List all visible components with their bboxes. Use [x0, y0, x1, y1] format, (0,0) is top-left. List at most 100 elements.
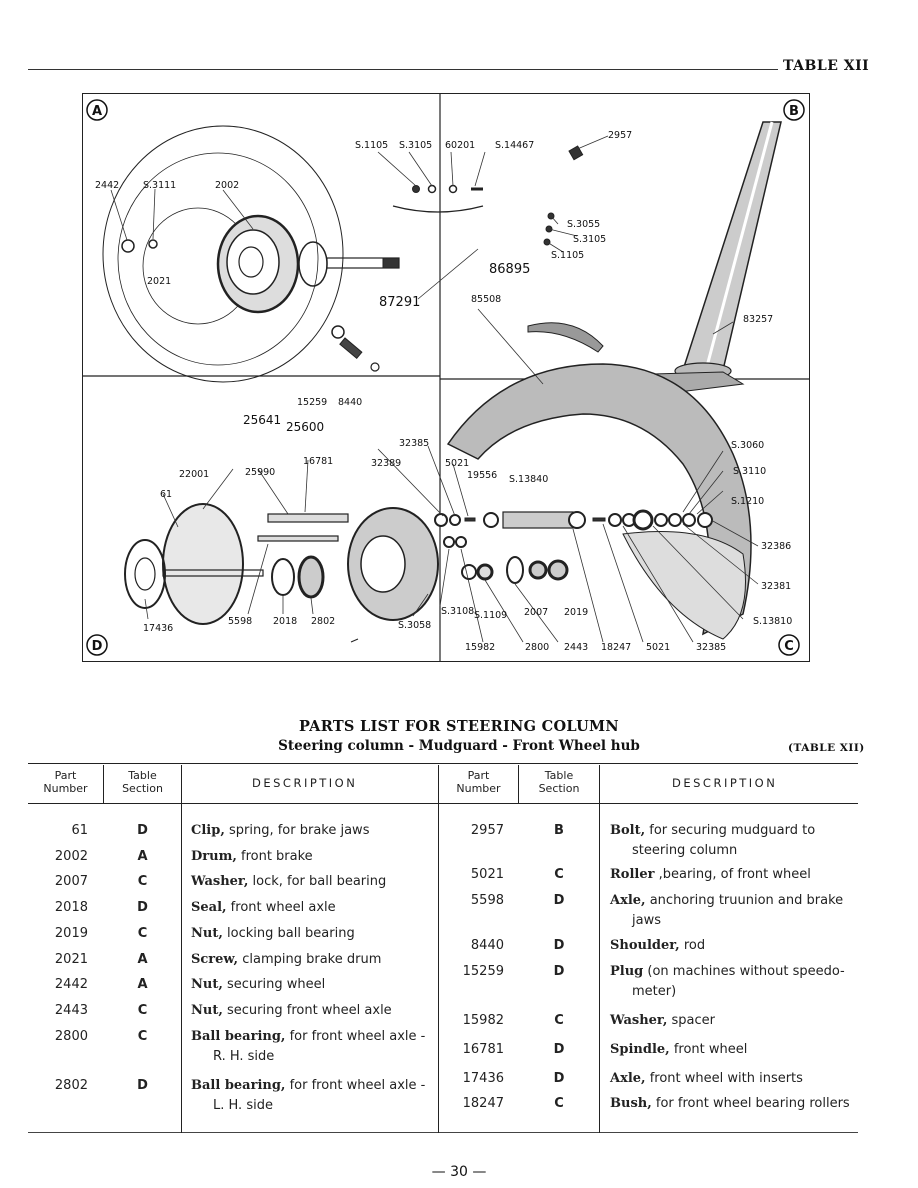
fasteners-top: [392, 145, 584, 246]
part-description: rod: [679, 938, 706, 953]
table-section-cell: A: [137, 952, 148, 967]
table-section-cell: C: [137, 874, 148, 889]
table-section-cell: D: [137, 823, 148, 838]
callout: 17436: [143, 623, 173, 634]
part-description: securing front wheel axle: [222, 1003, 392, 1018]
part-number-cell: 2443: [54, 1003, 88, 1018]
part-description: spacer: [667, 1013, 716, 1028]
description-cell: Nut, locking ball bearing: [191, 924, 436, 944]
corner-b-text: B: [789, 104, 799, 119]
table-section-cell: C: [137, 1029, 148, 1044]
part-number-cell: 18247: [462, 1096, 504, 1111]
table-section-cell: C: [137, 926, 148, 941]
callout: S.3105: [573, 234, 606, 245]
description-cell: Clip, spring, for brake jaws: [191, 821, 436, 841]
table-section-cell: A: [137, 849, 148, 864]
table-section-cell: C: [137, 1003, 148, 1018]
hub-parts-drawing: [434, 509, 713, 584]
table-section-cell: C: [554, 1013, 564, 1028]
description-cell: Washer, spacer: [610, 1011, 860, 1031]
part-description: front wheel: [669, 1042, 748, 1057]
table-section-cell: D: [137, 900, 148, 915]
diagram-svg: A B D C: [83, 94, 809, 661]
part-name: Ball bearing,: [191, 1078, 286, 1093]
part-number-cell: 2802: [54, 1078, 88, 1093]
callout: 15982: [465, 642, 495, 653]
part-description: front brake: [236, 849, 313, 864]
callout: 83257: [743, 314, 773, 325]
part-name: Ball bearing,: [191, 1029, 286, 1044]
part-name: Axle,: [610, 1071, 646, 1086]
description-continuation: meter): [632, 984, 677, 999]
callout: 2800: [525, 642, 549, 653]
description-cell: Spindle, front wheel: [610, 1040, 860, 1060]
column-divider: [518, 765, 519, 803]
part-number-cell: 2442: [54, 977, 88, 992]
parts-list-title: PARTS LIST FOR STEERING COLUMN: [299, 718, 619, 735]
part-name: Plug: [610, 964, 644, 979]
callout: S.1210: [731, 496, 764, 507]
part-name: Screw,: [191, 952, 239, 967]
corner-a-text: A: [92, 104, 102, 119]
part-name: Spindle,: [610, 1042, 670, 1057]
page-number: — 30 —: [431, 1164, 487, 1180]
part-description: securing wheel: [222, 977, 326, 992]
callout-labels: S.1105 S.3105 60201 S.14467 2957 2442 S.…: [95, 130, 792, 653]
callout: S.1105: [355, 140, 388, 151]
callout: S.1105: [551, 250, 584, 261]
part-number-cell: 2018: [54, 900, 88, 915]
part-name: Bush,: [610, 1096, 652, 1111]
table-section-cell: C: [554, 1096, 564, 1111]
part-number-cell: 61: [71, 823, 88, 838]
callout: 5021: [445, 458, 469, 469]
table-section-cell: A: [137, 977, 148, 992]
callout: 22001: [179, 469, 209, 480]
corner-c-text: C: [784, 639, 794, 654]
callout: 32385: [696, 642, 726, 653]
callout: 32386: [761, 541, 791, 552]
column-divider: [103, 765, 104, 803]
callout: S.3105: [399, 140, 432, 151]
part-number-cell: 17436: [462, 1071, 504, 1086]
part-description: for securing mudguard to: [645, 823, 816, 838]
corner-badge-a: A: [86, 99, 108, 121]
bolt-8440-drawing: [331, 325, 380, 372]
description-cell: Plug (on machines without speedo-meter): [610, 962, 860, 1002]
description-cell: Nut, securing wheel: [191, 975, 436, 995]
description-cell: Screw, clamping brake drum: [191, 950, 436, 970]
callout: 2443: [564, 642, 588, 653]
part-name: Washer,: [610, 1013, 668, 1028]
description-cell: Ball bearing, for front wheel axle -L. H…: [191, 1076, 436, 1116]
callout: 2802: [311, 616, 335, 627]
callout: 61: [160, 489, 172, 500]
part-number-cell: 5598: [470, 893, 504, 908]
table-section-cell: D: [553, 893, 565, 908]
part-description: lock, for ball bearing: [248, 874, 387, 889]
callout: S.3110: [733, 466, 766, 477]
callout: 18247: [601, 642, 631, 653]
column-divider: [599, 765, 600, 1133]
description-cell: Ball bearing, for front wheel axle -R. H…: [191, 1027, 436, 1067]
description-cell: Nut, securing front wheel axle: [191, 1001, 436, 1021]
part-name: Roller: [610, 867, 655, 882]
part-description: locking ball bearing: [222, 926, 355, 941]
part-number-cell: 15259: [462, 964, 504, 979]
table-section-cell: D: [137, 1078, 148, 1093]
callout: S.1109: [474, 610, 507, 621]
part-name: Nut,: [191, 926, 223, 941]
brake-assembly-drawing: [124, 503, 439, 643]
callout: S.13810: [753, 616, 792, 627]
callout: 19556: [467, 470, 497, 481]
part-description: for front wheel axle -: [285, 1029, 426, 1044]
table-section-cell: D: [553, 1042, 565, 1057]
table-section-cell: D: [553, 938, 565, 953]
part-name: Clip,: [191, 823, 225, 838]
callout: 60201: [445, 140, 475, 151]
callout: S.14467: [495, 140, 534, 151]
corner-badge-d: D: [86, 634, 108, 656]
